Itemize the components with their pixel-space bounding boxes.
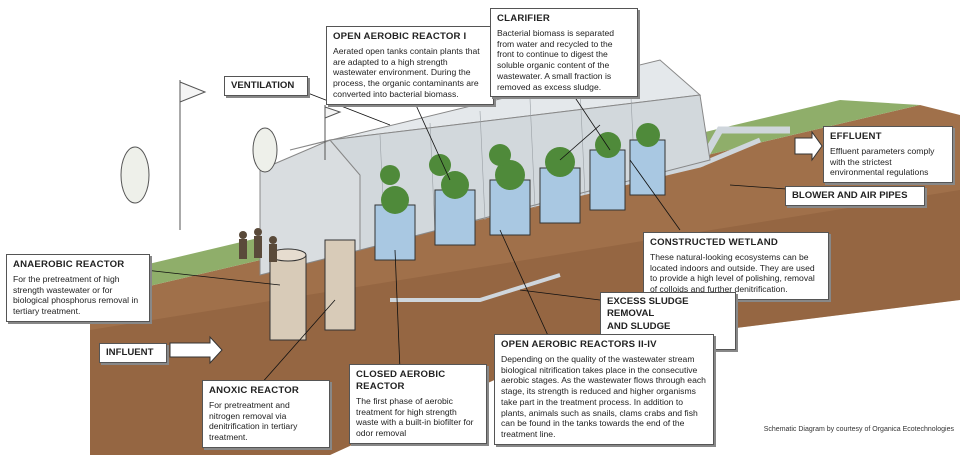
people xyxy=(239,228,277,262)
label-title: ANAEROBIC REACTOR xyxy=(13,259,125,270)
label-influent: INFLUENT xyxy=(99,343,167,364)
trees xyxy=(120,80,342,230)
label-clarifier: CLARIFIER Bacterial biomass is separated… xyxy=(490,8,638,98)
influent-arrow xyxy=(169,335,223,365)
label-title: INFLUENT xyxy=(106,347,154,358)
label-open-aerobic-reactors-2-4: OPEN AEROBIC REACTORS II-IV Depending on… xyxy=(494,334,714,445)
label-body: The first phase of aerobic treatment for… xyxy=(356,395,474,439)
image-credit: Schematic Diagram by courtesy of Organic… xyxy=(763,426,954,433)
plants xyxy=(380,123,660,214)
label-ventilation: VENTILATION xyxy=(224,76,308,97)
label-anoxic-reactor: ANOXIC REACTOR For pretreatment and nitr… xyxy=(202,380,330,448)
label-title: CLARIFIER xyxy=(497,13,550,24)
reactor-tanks xyxy=(374,139,666,261)
label-title: CLOSED AEROBIC REACTOR xyxy=(356,369,446,392)
label-title: VENTILATION xyxy=(231,80,295,91)
label-title: EFFLUENT xyxy=(830,131,882,142)
effluent-arrow xyxy=(794,130,823,162)
label-body: For the pretreatment of high strength wa… xyxy=(13,273,139,317)
anoxic-tank xyxy=(324,239,356,331)
label-open-aerobic-reactor-1: OPEN AEROBIC REACTOR I Aerated open tank… xyxy=(326,26,494,105)
label-body: For pretreatment and nitrogen removal vi… xyxy=(209,399,298,443)
label-title: OPEN AEROBIC REACTOR I xyxy=(333,31,467,42)
label-body: Bacterial biomass is separated from wate… xyxy=(497,27,615,92)
label-effluent: EFFLUENT Effluent parameters comply with… xyxy=(823,126,953,184)
label-title: ANOXIC REACTOR xyxy=(209,385,300,396)
label-blower-and-air-pipes: BLOWER AND AIR PIPES xyxy=(785,186,925,207)
label-title: OPEN AEROBIC REACTORS II-IV xyxy=(501,339,657,350)
label-closed-aerobic-reactor: CLOSED AEROBIC REACTOR The first phase o… xyxy=(349,364,487,444)
label-anaerobic-reactor: ANAEROBIC REACTOR For the pretreatment o… xyxy=(6,254,150,322)
label-body: These natural-looking ecosystems can be … xyxy=(650,251,815,295)
label-body: Depending on the quality of the wastewat… xyxy=(501,353,706,440)
label-title: CONSTRUCTED WETLAND xyxy=(650,237,778,248)
anaerobic-tank xyxy=(269,254,307,341)
label-constructed-wetland: CONSTRUCTED WETLAND These natural-lookin… xyxy=(643,232,829,300)
label-body: Aerated open tanks contain plants that a… xyxy=(333,45,480,99)
sludge-pipe xyxy=(390,273,561,302)
label-title: BLOWER AND AIR PIPES xyxy=(792,190,908,201)
label-line-1: EXCESS SLUDGE REMOVAL xyxy=(607,296,689,320)
label-body: Effluent parameters comply with the stri… xyxy=(830,145,935,178)
